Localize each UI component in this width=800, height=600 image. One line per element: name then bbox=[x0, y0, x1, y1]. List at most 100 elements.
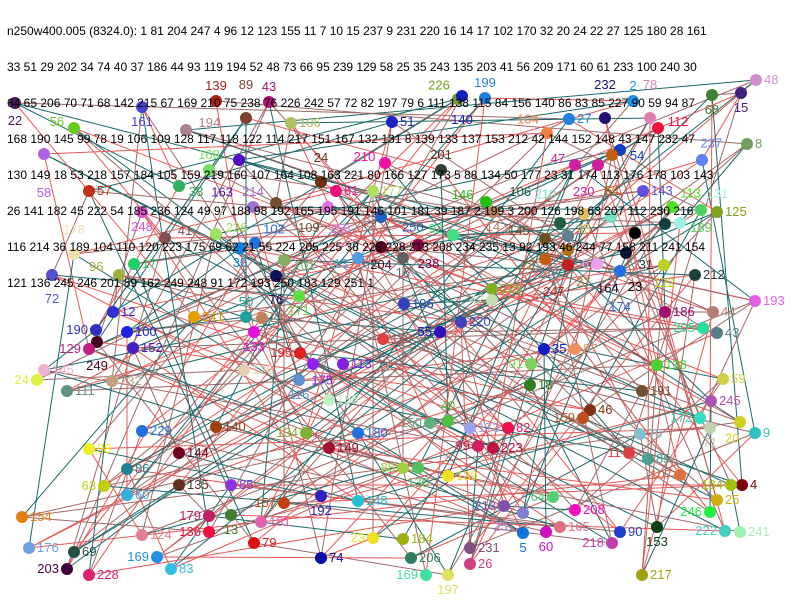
node-label: 125 bbox=[725, 204, 747, 219]
node-label: 173 bbox=[478, 420, 500, 435]
tour-edge bbox=[141, 106, 359, 434]
node-dot bbox=[735, 87, 747, 99]
node-dot bbox=[90, 324, 102, 336]
node-label: 102 bbox=[263, 222, 285, 237]
node-label: 24 bbox=[314, 150, 328, 165]
time-window-edge bbox=[372, 447, 494, 539]
node-label: 33 bbox=[189, 184, 203, 199]
node-label: 165 bbox=[568, 519, 590, 534]
node-label: 129 bbox=[59, 341, 81, 356]
tour-edges bbox=[14, 79, 757, 576]
node-label: 153 bbox=[646, 534, 668, 549]
tour-edge bbox=[283, 502, 613, 544]
node-dot bbox=[9, 97, 21, 109]
time-window-edge bbox=[88, 348, 524, 534]
node-label: 21 bbox=[270, 310, 284, 325]
header-line: 116 214 36 189 104 110 120 223 175 69 62… bbox=[7, 240, 705, 254]
node-dot bbox=[442, 470, 454, 482]
time-window-edge bbox=[298, 149, 621, 297]
time-window-edge bbox=[230, 514, 726, 532]
time-window-edge bbox=[156, 556, 412, 559]
time-window-edge bbox=[132, 327, 704, 349]
node-label: 229 bbox=[150, 423, 172, 438]
time-window-edge bbox=[254, 242, 300, 381]
node-dot bbox=[293, 374, 305, 386]
tour-edge bbox=[546, 132, 702, 211]
node-dot bbox=[315, 176, 327, 188]
node-label: 72 bbox=[45, 291, 59, 306]
node-dot bbox=[31, 374, 43, 386]
node-label: 171 bbox=[288, 303, 310, 318]
node-label: 213 bbox=[474, 498, 496, 513]
node-label: 250 bbox=[402, 219, 424, 234]
node-label: 9 bbox=[763, 425, 770, 440]
node-dot bbox=[447, 229, 459, 241]
tour-edge bbox=[208, 400, 712, 533]
tour-edge bbox=[132, 347, 180, 454]
header-line: 26 141 182 45 222 54 185 236 124 49 97 1… bbox=[7, 204, 694, 218]
tour-edge bbox=[185, 129, 714, 313]
node-label: 241 bbox=[748, 524, 770, 539]
node-dot bbox=[83, 343, 95, 355]
node-label: 237 bbox=[700, 136, 722, 151]
time-window-edge bbox=[112, 98, 459, 313]
tour-edge bbox=[484, 97, 634, 102]
time-window-edge bbox=[403, 303, 643, 392]
time-window-edge bbox=[215, 233, 681, 476]
node-label: 241 bbox=[202, 309, 224, 324]
node-dot bbox=[315, 552, 327, 564]
node-label: 85 bbox=[239, 477, 253, 492]
node-dot bbox=[238, 364, 250, 376]
node-label: 18 bbox=[538, 377, 552, 392]
node-dot bbox=[651, 359, 663, 371]
node-label: 71 bbox=[703, 435, 717, 450]
node-dot bbox=[203, 510, 215, 522]
node-label: 85 bbox=[656, 451, 670, 466]
node-label: 197 bbox=[437, 582, 459, 597]
node-dot bbox=[330, 185, 342, 197]
node-dot bbox=[128, 258, 140, 270]
tour-edge bbox=[275, 98, 459, 277]
node-dot bbox=[749, 295, 761, 307]
node-label: 27 bbox=[577, 111, 591, 126]
time-window-edge bbox=[103, 485, 561, 528]
node-dot bbox=[456, 90, 468, 102]
node-dot bbox=[285, 117, 297, 129]
node-label: 177 bbox=[381, 183, 403, 198]
tour-edge bbox=[582, 417, 681, 476]
node-label: 13 bbox=[334, 256, 348, 271]
time-window-edge bbox=[730, 484, 741, 533]
node-dot bbox=[91, 336, 103, 348]
tour-edge bbox=[253, 263, 598, 544]
node-dot bbox=[591, 258, 603, 270]
node-label: 169 bbox=[127, 549, 149, 564]
node-dot bbox=[498, 500, 510, 512]
node-label: 193 bbox=[763, 293, 785, 308]
node-dot bbox=[652, 122, 664, 134]
tour-edge bbox=[447, 427, 509, 576]
node-dot bbox=[367, 185, 379, 197]
node-dot bbox=[659, 306, 671, 318]
node-label: 4 bbox=[750, 477, 757, 492]
tour-edge bbox=[709, 94, 713, 429]
node-label: 55 bbox=[418, 324, 432, 339]
time-window-edge bbox=[543, 348, 547, 533]
node-label: 16 bbox=[396, 265, 410, 280]
node-label: 189 bbox=[690, 220, 712, 235]
node-dot bbox=[464, 558, 476, 570]
tour-edge bbox=[709, 400, 712, 513]
node-label: 148 bbox=[366, 493, 388, 508]
time-window-edge bbox=[141, 211, 412, 559]
node-dot bbox=[697, 322, 709, 334]
node-label: 46 bbox=[598, 402, 612, 417]
node-dot bbox=[278, 497, 290, 509]
time-window-edge bbox=[544, 79, 757, 260]
node-label: 133 bbox=[243, 339, 265, 354]
node-dot bbox=[479, 92, 491, 104]
node-label: 109 bbox=[298, 220, 320, 235]
node-dot bbox=[584, 404, 596, 416]
node-label: 101 bbox=[294, 258, 316, 273]
node-dot bbox=[247, 201, 259, 213]
tour-edge bbox=[208, 169, 576, 350]
node-label: 50 bbox=[239, 294, 253, 309]
